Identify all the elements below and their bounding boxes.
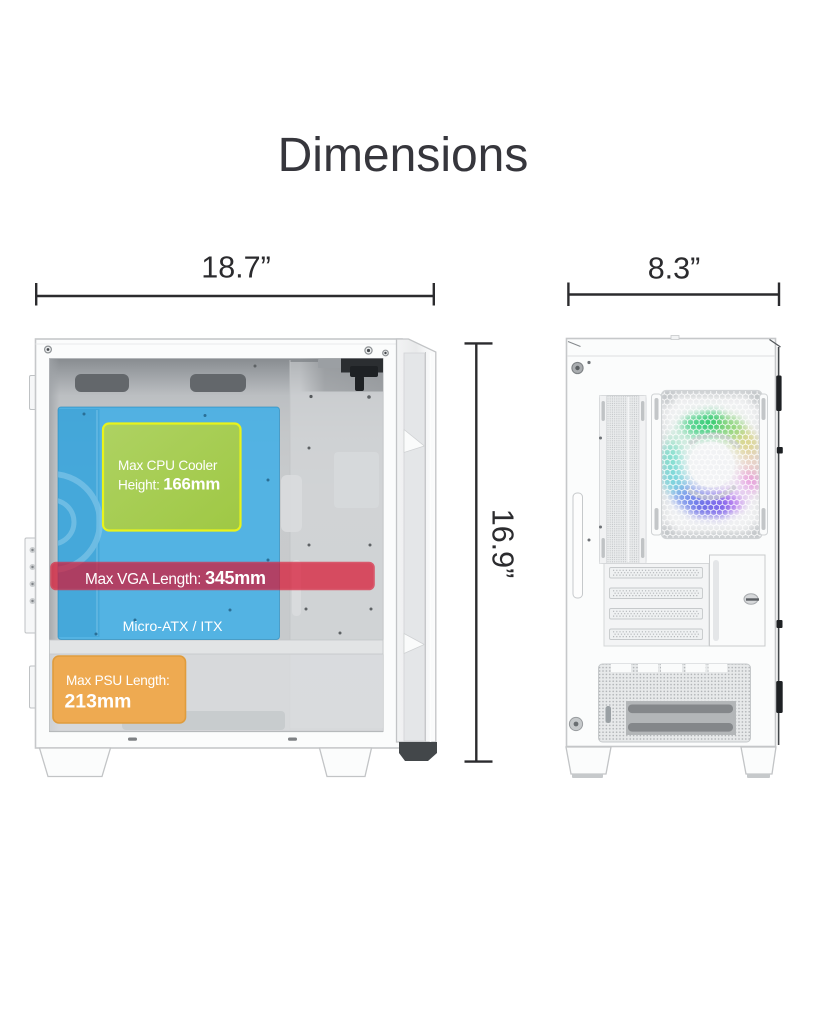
svg-text:Height: 166mm: Height: 166mm xyxy=(118,475,220,494)
svg-text:Dimensions: Dimensions xyxy=(278,129,529,182)
svg-text:213mm: 213mm xyxy=(65,691,132,713)
svg-text:Max VGA Length: 345mm: Max VGA Length: 345mm xyxy=(85,568,266,588)
svg-text:8.3”: 8.3” xyxy=(648,252,701,286)
svg-text:Max CPU Cooler: Max CPU Cooler xyxy=(118,458,218,473)
svg-text:18.7”: 18.7” xyxy=(201,251,271,285)
svg-text:Max PSU Length:: Max PSU Length: xyxy=(66,673,170,688)
svg-text:Micro-ATX / ITX: Micro-ATX / ITX xyxy=(123,619,223,635)
svg-text:16.9”: 16.9” xyxy=(485,509,519,579)
